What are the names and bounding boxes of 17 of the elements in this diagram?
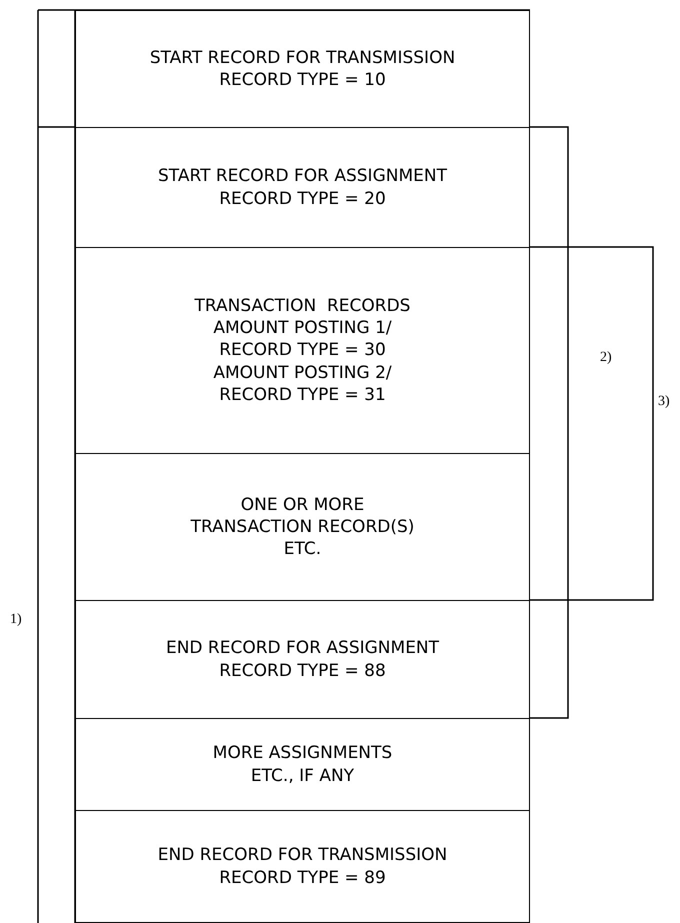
record-text: END RECORD FOR TRANSMISSION RECORD TYPE = 89	[156, 844, 448, 889]
record-text: START RECORD FOR ASSIGNMENT RECORD TYPE = 20	[157, 165, 448, 210]
record-text: END RECORD FOR ASSIGNMENT RECORD TYPE = 88	[164, 637, 440, 682]
record-box	[75, 718, 530, 811]
record-box	[75, 600, 530, 719]
bracket-number: 3)	[658, 394, 670, 410]
record-box	[75, 810, 530, 923]
record-box	[75, 127, 530, 248]
record-box	[75, 247, 530, 454]
record-text: START RECORD FOR TRANSMISSION RECORD TYPE = 10	[148, 46, 456, 92]
record-box	[75, 10, 530, 128]
bracket-number: 1)	[10, 612, 22, 628]
record-text: MORE ASSIGNMENTS ETC., IF ANY	[212, 742, 394, 787]
record-box	[75, 453, 530, 601]
record-text: TRANSACTION RECORDS AMOUNT POSTING 1/ RECORD TYPE = 30 AMOUNT POSTING 2/ RECORD TYPE = 31	[194, 295, 412, 406]
record-text: ONE OR MORE TRANSACTION RECORD(S) ETC.	[190, 494, 416, 560]
bracket-number: 2)	[600, 350, 612, 366]
